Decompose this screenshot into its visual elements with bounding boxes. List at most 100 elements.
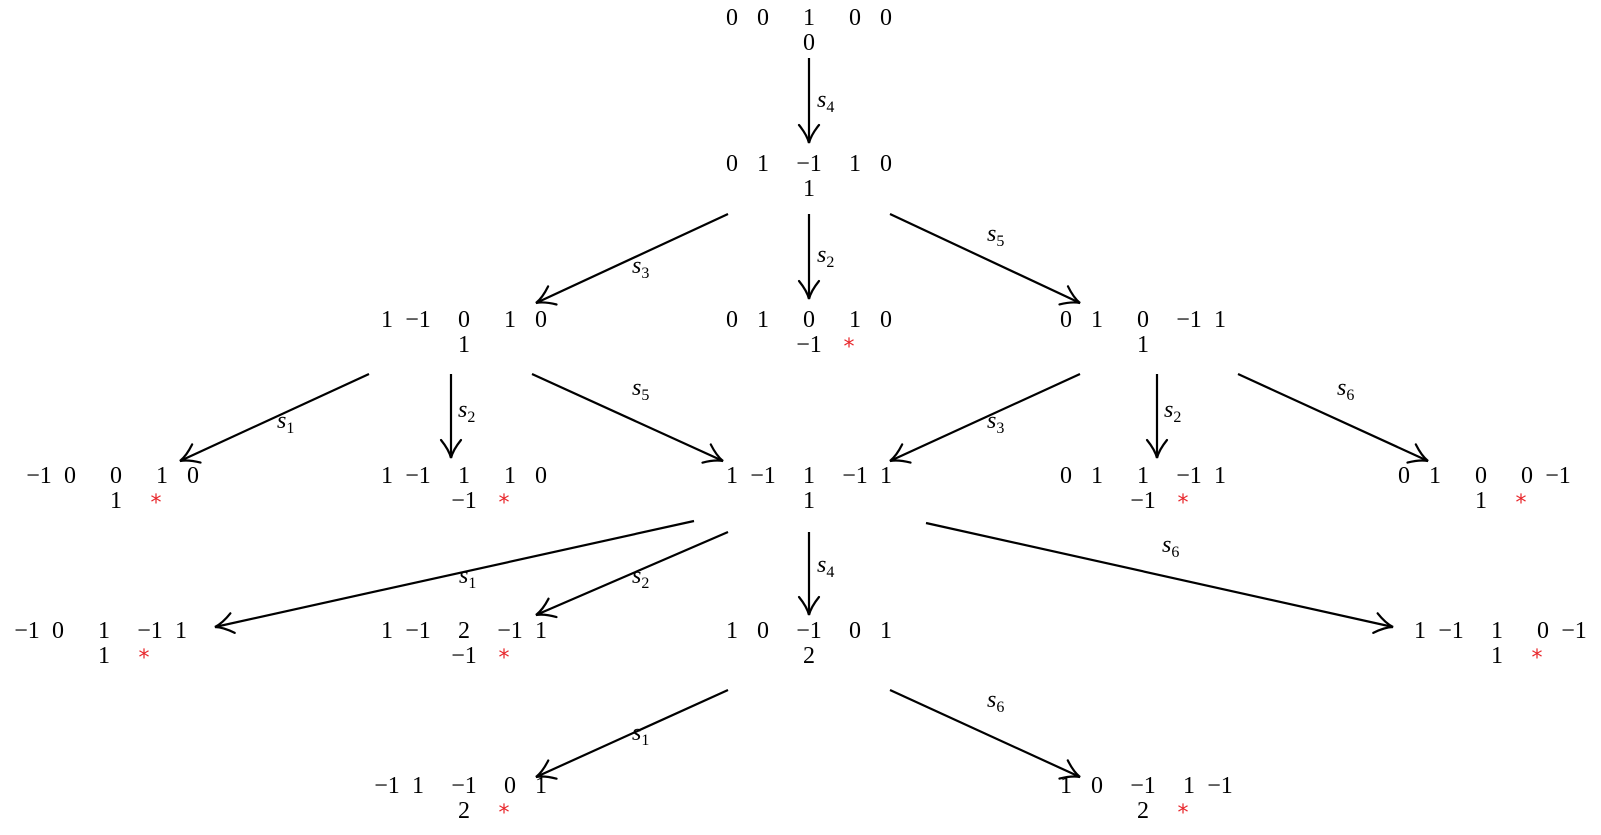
node-coefficient: 1 <box>1414 618 1426 644</box>
node-coefficient: 1 <box>98 618 110 644</box>
edge-label: s2 <box>817 243 834 275</box>
edge-label-subscript: 4 <box>826 564 835 581</box>
node-coefficient: −1 <box>1176 463 1202 489</box>
edge-label-subscript: 2 <box>467 409 476 426</box>
node-branch-coefficient: −1 <box>1130 488 1156 514</box>
node-coefficient: 1 <box>757 151 769 177</box>
edge-label: s1 <box>459 564 476 596</box>
node-coefficient: 1 <box>880 463 892 489</box>
node-coefficient: 0 <box>187 463 199 489</box>
node-coefficient: 0 <box>757 618 769 644</box>
arrowhead-icon <box>1058 759 1081 780</box>
edge-label: s5 <box>632 376 649 408</box>
edge-label-letter: s <box>987 687 997 713</box>
node-coefficient: 1 <box>504 463 516 489</box>
node-branch-coefficient: 1 <box>1491 643 1503 669</box>
edge-label-subscript: 6 <box>1171 544 1180 561</box>
node-coefficient: 1 <box>381 618 393 644</box>
edge-line-4-9 <box>1237 372 1429 463</box>
node-coefficient: 1 <box>535 773 547 799</box>
edge-label-subscript: 6 <box>996 699 1005 716</box>
edge-label-subscript: 3 <box>996 420 1005 437</box>
edge-label-letter: s <box>459 563 469 589</box>
node-branch-coefficient: 1 <box>803 176 815 202</box>
edge-label-letter: s <box>987 408 997 434</box>
star-marker-icon: * <box>150 491 162 516</box>
edge-label: s4 <box>817 553 834 585</box>
arrowhead-icon <box>797 279 821 300</box>
node-coefficient: 1 <box>726 618 738 644</box>
star-marker-icon: * <box>498 646 510 671</box>
edge-label-subscript: 5 <box>641 387 650 404</box>
node-branch-coefficient: 2 <box>1137 798 1149 824</box>
node-coefficient: 0 <box>757 5 769 31</box>
node-coefficient: −1 <box>451 773 477 799</box>
node-coefficient: −1 <box>1176 307 1202 333</box>
node-branch-coefficient: −1 <box>451 643 477 669</box>
arrowhead-icon <box>797 123 821 144</box>
star-marker-icon: * <box>1177 801 1189 826</box>
node-coefficient: −1 <box>14 618 40 644</box>
edge-label-subscript: 2 <box>826 254 835 271</box>
node-coefficient: 1 <box>1214 463 1226 489</box>
node-coefficient: 0 <box>52 618 64 644</box>
edge-label: s6 <box>1162 533 1179 565</box>
edge-label-subscript: 3 <box>641 265 650 282</box>
edge-label-letter: s <box>1164 397 1174 423</box>
edge-label-letter: s <box>458 397 468 423</box>
node-coefficient: 0 <box>726 307 738 333</box>
node-coefficient: 0 <box>849 618 861 644</box>
arrowhead-icon <box>535 285 558 306</box>
node-coefficient: 0 <box>504 773 516 799</box>
star-marker-icon: * <box>498 801 510 826</box>
edge-label: s2 <box>632 564 649 596</box>
arrowhead-icon <box>797 595 821 616</box>
node-coefficient: 1 <box>803 463 815 489</box>
arrowhead-icon <box>1406 443 1429 464</box>
node-coefficient: 1 <box>880 618 892 644</box>
arrowhead-icon <box>535 759 558 780</box>
node-coefficient: 1 <box>175 618 187 644</box>
node-coefficient: 1 <box>1214 307 1226 333</box>
edge-label: s3 <box>632 254 649 286</box>
edge-label-letter: s <box>632 253 642 279</box>
arrowhead-icon <box>439 438 463 459</box>
star-marker-icon: * <box>1515 491 1527 516</box>
edge-line-7-11 <box>535 530 729 617</box>
edge-line-12-15 <box>889 688 1081 779</box>
edge-label: s1 <box>277 409 294 441</box>
star-marker-icon: * <box>138 646 150 671</box>
node-coefficient: 0 <box>1091 773 1103 799</box>
node-coefficient: 1 <box>726 463 738 489</box>
edge-line-12-14 <box>535 688 729 779</box>
node-coefficient: 0 <box>535 463 547 489</box>
node-branch-coefficient: −1 <box>451 488 477 514</box>
star-marker-icon: * <box>498 491 510 516</box>
edge-label-letter: s <box>632 563 642 589</box>
node-coefficient: 1 <box>504 307 516 333</box>
arrowhead-icon <box>535 597 558 619</box>
node-coefficient: −1 <box>1438 618 1464 644</box>
node-coefficient: 1 <box>1137 463 1149 489</box>
node-coefficient: −1 <box>405 307 431 333</box>
arrowhead-icon <box>1145 438 1169 459</box>
node-coefficient: 0 <box>535 307 547 333</box>
node-coefficient: 1 <box>1060 773 1072 799</box>
node-coefficient: −1 <box>1130 773 1156 799</box>
edge-line-4-7 <box>889 372 1081 463</box>
star-marker-icon: * <box>843 335 855 360</box>
edge-label-letter: s <box>1162 532 1172 558</box>
node-coefficient: 2 <box>458 618 470 644</box>
node-coefficient: 0 <box>1475 463 1487 489</box>
arrowhead-icon <box>214 612 236 634</box>
node-branch-coefficient: 0 <box>803 30 815 56</box>
